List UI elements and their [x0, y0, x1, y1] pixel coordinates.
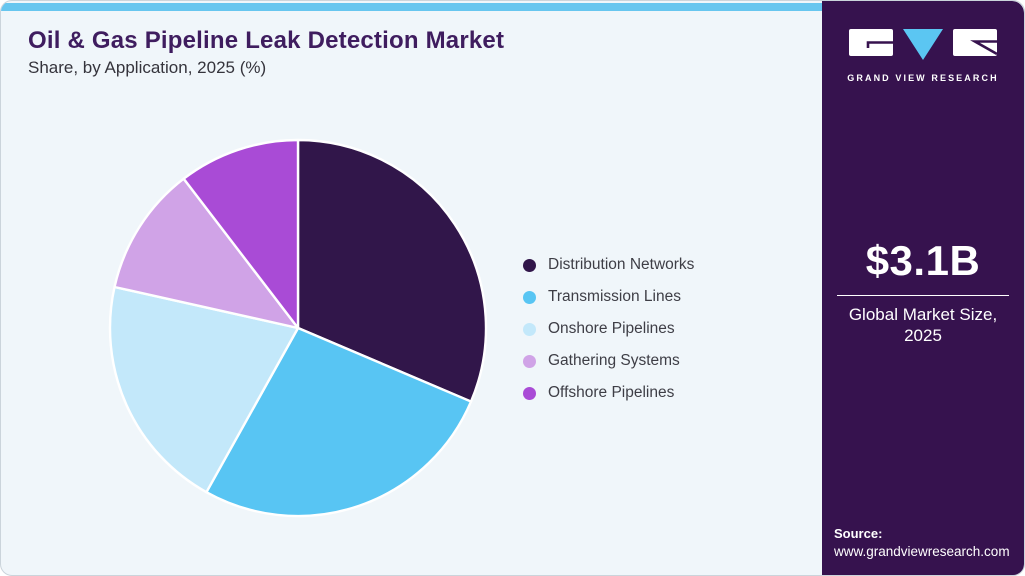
market-size-value: $3.1B	[865, 237, 981, 284]
legend-item-gathering-systems: Gathering Systems	[523, 345, 694, 377]
chart-panel: Oil & Gas Pipeline Leak Detection Market…	[1, 1, 824, 575]
gvr-logo-g-block	[849, 29, 893, 56]
market-size-block: $3.1B Global Market Size, 2025	[822, 237, 1024, 346]
legend-item-offshore-pipelines: Offshore Pipelines	[523, 377, 694, 409]
legend-label: Onshore Pipelines	[548, 320, 675, 337]
legend-item-onshore-pipelines: Onshore Pipelines	[523, 313, 694, 345]
legend-bullet-icon	[523, 290, 536, 304]
gvr-logo-v-triangle	[903, 29, 943, 60]
legend-label: Distribution Networks	[548, 256, 695, 273]
divider-line	[837, 295, 1009, 296]
pie-slice-onshore-pipelines	[108, 285, 300, 494]
pie-slice-distribution-networks	[296, 138, 488, 403]
pie-slice-offshore-pipelines	[182, 138, 300, 330]
market-size-label-line1: Global Market Size,	[848, 305, 998, 324]
pie-slice-gathering-systems	[113, 177, 300, 330]
legend-bullet-icon	[523, 322, 536, 336]
accent-top-bar	[1, 3, 824, 11]
legend-bullet-icon	[523, 386, 536, 400]
market-size-label-line2: 2025	[904, 326, 942, 345]
source-block: Source: www.grandviewresearch.com	[834, 526, 1010, 559]
legend-bullet-icon	[523, 354, 536, 368]
legend-item-transmission-lines: Transmission Lines	[523, 281, 694, 313]
brand-sidebar: GRAND VIEW RESEARCH $3.1B Global Market …	[822, 1, 1024, 575]
legend-label: Offshore Pipelines	[548, 384, 675, 401]
legend-label: Transmission Lines	[548, 288, 681, 305]
legend-bullet-icon	[523, 258, 536, 272]
source-url: www.grandviewresearch.com	[834, 544, 1010, 559]
gvr-logo-r-block	[953, 29, 998, 56]
pie-chart	[108, 138, 488, 518]
legend-label: Gathering Systems	[548, 352, 680, 369]
market-size-label: Global Market Size, 2025	[822, 304, 1024, 346]
page-subtitle: Share, by Application, 2025 (%)	[28, 58, 267, 77]
source-label: Source:	[834, 526, 883, 541]
page-title: Oil & Gas Pipeline Leak Detection Market	[28, 27, 505, 54]
brand-name: GRAND VIEW RESEARCH	[847, 73, 999, 83]
gvr-logo: GRAND VIEW RESEARCH	[822, 28, 1024, 83]
legend-item-distribution-networks: Distribution Networks	[523, 249, 694, 281]
gvr-logo-icon	[849, 29, 998, 60]
